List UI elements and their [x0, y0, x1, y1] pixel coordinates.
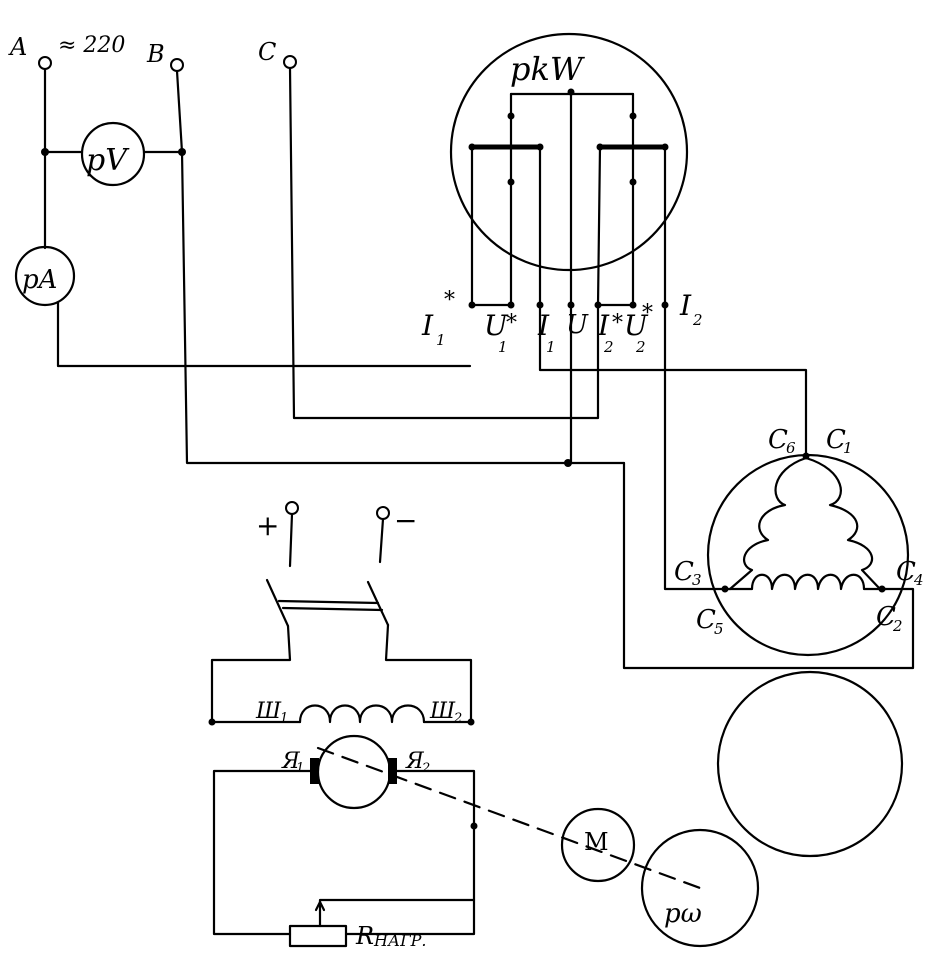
label-arm1: Я [281, 749, 301, 774]
svg-text:1: 1 [843, 439, 853, 457]
ammeter-label: pA [22, 265, 57, 295]
wattmeter: pkW [449, 32, 689, 309]
svg-text:2: 2 [453, 711, 462, 726]
svg-text:6: 6 [786, 439, 796, 457]
terminal-a[interactable] [38, 56, 52, 70]
label-u1-star: U [484, 309, 509, 342]
svg-text:1: 1 [498, 338, 508, 356]
svg-text:2: 2 [421, 761, 430, 776]
label-field2: Ш [429, 699, 456, 724]
wattmeter-label: pkW [510, 50, 586, 88]
field-winding: Ш 1 Ш 2 [208, 699, 475, 726]
label-minus: − [394, 504, 417, 537]
label-phase-a: A [8, 33, 27, 61]
junction-b [178, 148, 186, 156]
winding-left [728, 456, 808, 591]
label-i1-star: I [421, 309, 434, 342]
load-resistor: R НАГР. [288, 898, 476, 950]
svg-text:4: 4 [913, 571, 924, 589]
wire-ammeter-to-i1star [56, 301, 472, 368]
dc-armature: Я 1 Я 2 [212, 734, 478, 936]
terminal-b[interactable] [170, 58, 184, 72]
junction-a [41, 148, 49, 156]
svg-text:1: 1 [280, 711, 288, 726]
terminal-minus[interactable] [376, 506, 390, 520]
svg-text:*: * [642, 301, 653, 326]
svg-text:2: 2 [635, 338, 646, 356]
junction-b-u [564, 459, 572, 467]
label-u: U [566, 310, 589, 340]
svg-text:2: 2 [603, 338, 614, 356]
label-load-resistor: R [355, 922, 374, 950]
induction-motor [706, 452, 910, 657]
label-c3: C [674, 557, 694, 587]
motor-terminal-labels: C 6 C 1 C 3 C 4 C 5 C 2 [674, 425, 924, 638]
switch-link [277, 599, 380, 605]
label-i2-star: I [597, 309, 610, 342]
label-c5: C [696, 605, 716, 635]
meter-wiring [41, 67, 626, 465]
voltmeter: pV [80, 121, 146, 187]
wire-c-to-i2star [288, 66, 600, 420]
label-voltage: ≈ 220 [58, 33, 125, 58]
svg-text:2: 2 [892, 617, 903, 635]
wire-a-down [43, 67, 84, 154]
wire-i2-to-c3 [663, 303, 726, 591]
svg-text:3: 3 [692, 571, 702, 589]
label-arm2: Я [405, 749, 425, 774]
label-c4: C [896, 557, 916, 587]
motor-m: M [560, 807, 636, 883]
svg-text:*: * [612, 311, 623, 336]
winding-bottom [722, 573, 888, 591]
motor-label: M [584, 828, 609, 856]
label-phase-b: B [146, 40, 165, 68]
label-i2: I [679, 289, 692, 322]
brush-left [310, 758, 319, 784]
svg-text:1: 1 [296, 761, 304, 776]
svg-text:*: * [444, 288, 455, 313]
supply-terminals: A ≈ 220 B C [8, 33, 297, 72]
switch-blade-left [265, 578, 290, 628]
svg-text:1: 1 [546, 338, 556, 356]
label-u2-star: U [624, 309, 649, 342]
label-c2: C [876, 602, 896, 632]
svg-text:НАГР.: НАГР. [373, 931, 427, 950]
terminal-plus[interactable] [285, 501, 299, 515]
tacho-label: pω [664, 899, 702, 929]
label-field1: Ш [255, 699, 282, 724]
dc-supply: + − [210, 501, 473, 724]
wattmeter-terminal-labels: I 1 * U 1 * I 1 U I 2 * U 2 * I 2 [421, 288, 703, 356]
empty-gauge-circle [716, 670, 904, 858]
power-wiring [288, 66, 915, 670]
label-c1: C [826, 425, 846, 455]
brush-right [388, 758, 397, 784]
label-phase-c: C [258, 38, 276, 66]
svg-text:2: 2 [692, 311, 703, 329]
voltmeter-label: pV [86, 143, 130, 178]
shaft-dashed [316, 746, 702, 890]
winding-right [804, 456, 882, 591]
tachometer: pω [640, 828, 760, 948]
label-plus: + [256, 509, 279, 542]
terminal-c[interactable] [283, 55, 297, 69]
wire-i1-to-c6 [538, 303, 808, 457]
svg-text:*: * [506, 311, 517, 336]
wire-b-down [175, 69, 626, 465]
svg-text:1: 1 [436, 331, 446, 349]
label-c6: C [768, 425, 788, 455]
svg-text:5: 5 [714, 620, 724, 638]
ammeter: pA [14, 245, 76, 307]
